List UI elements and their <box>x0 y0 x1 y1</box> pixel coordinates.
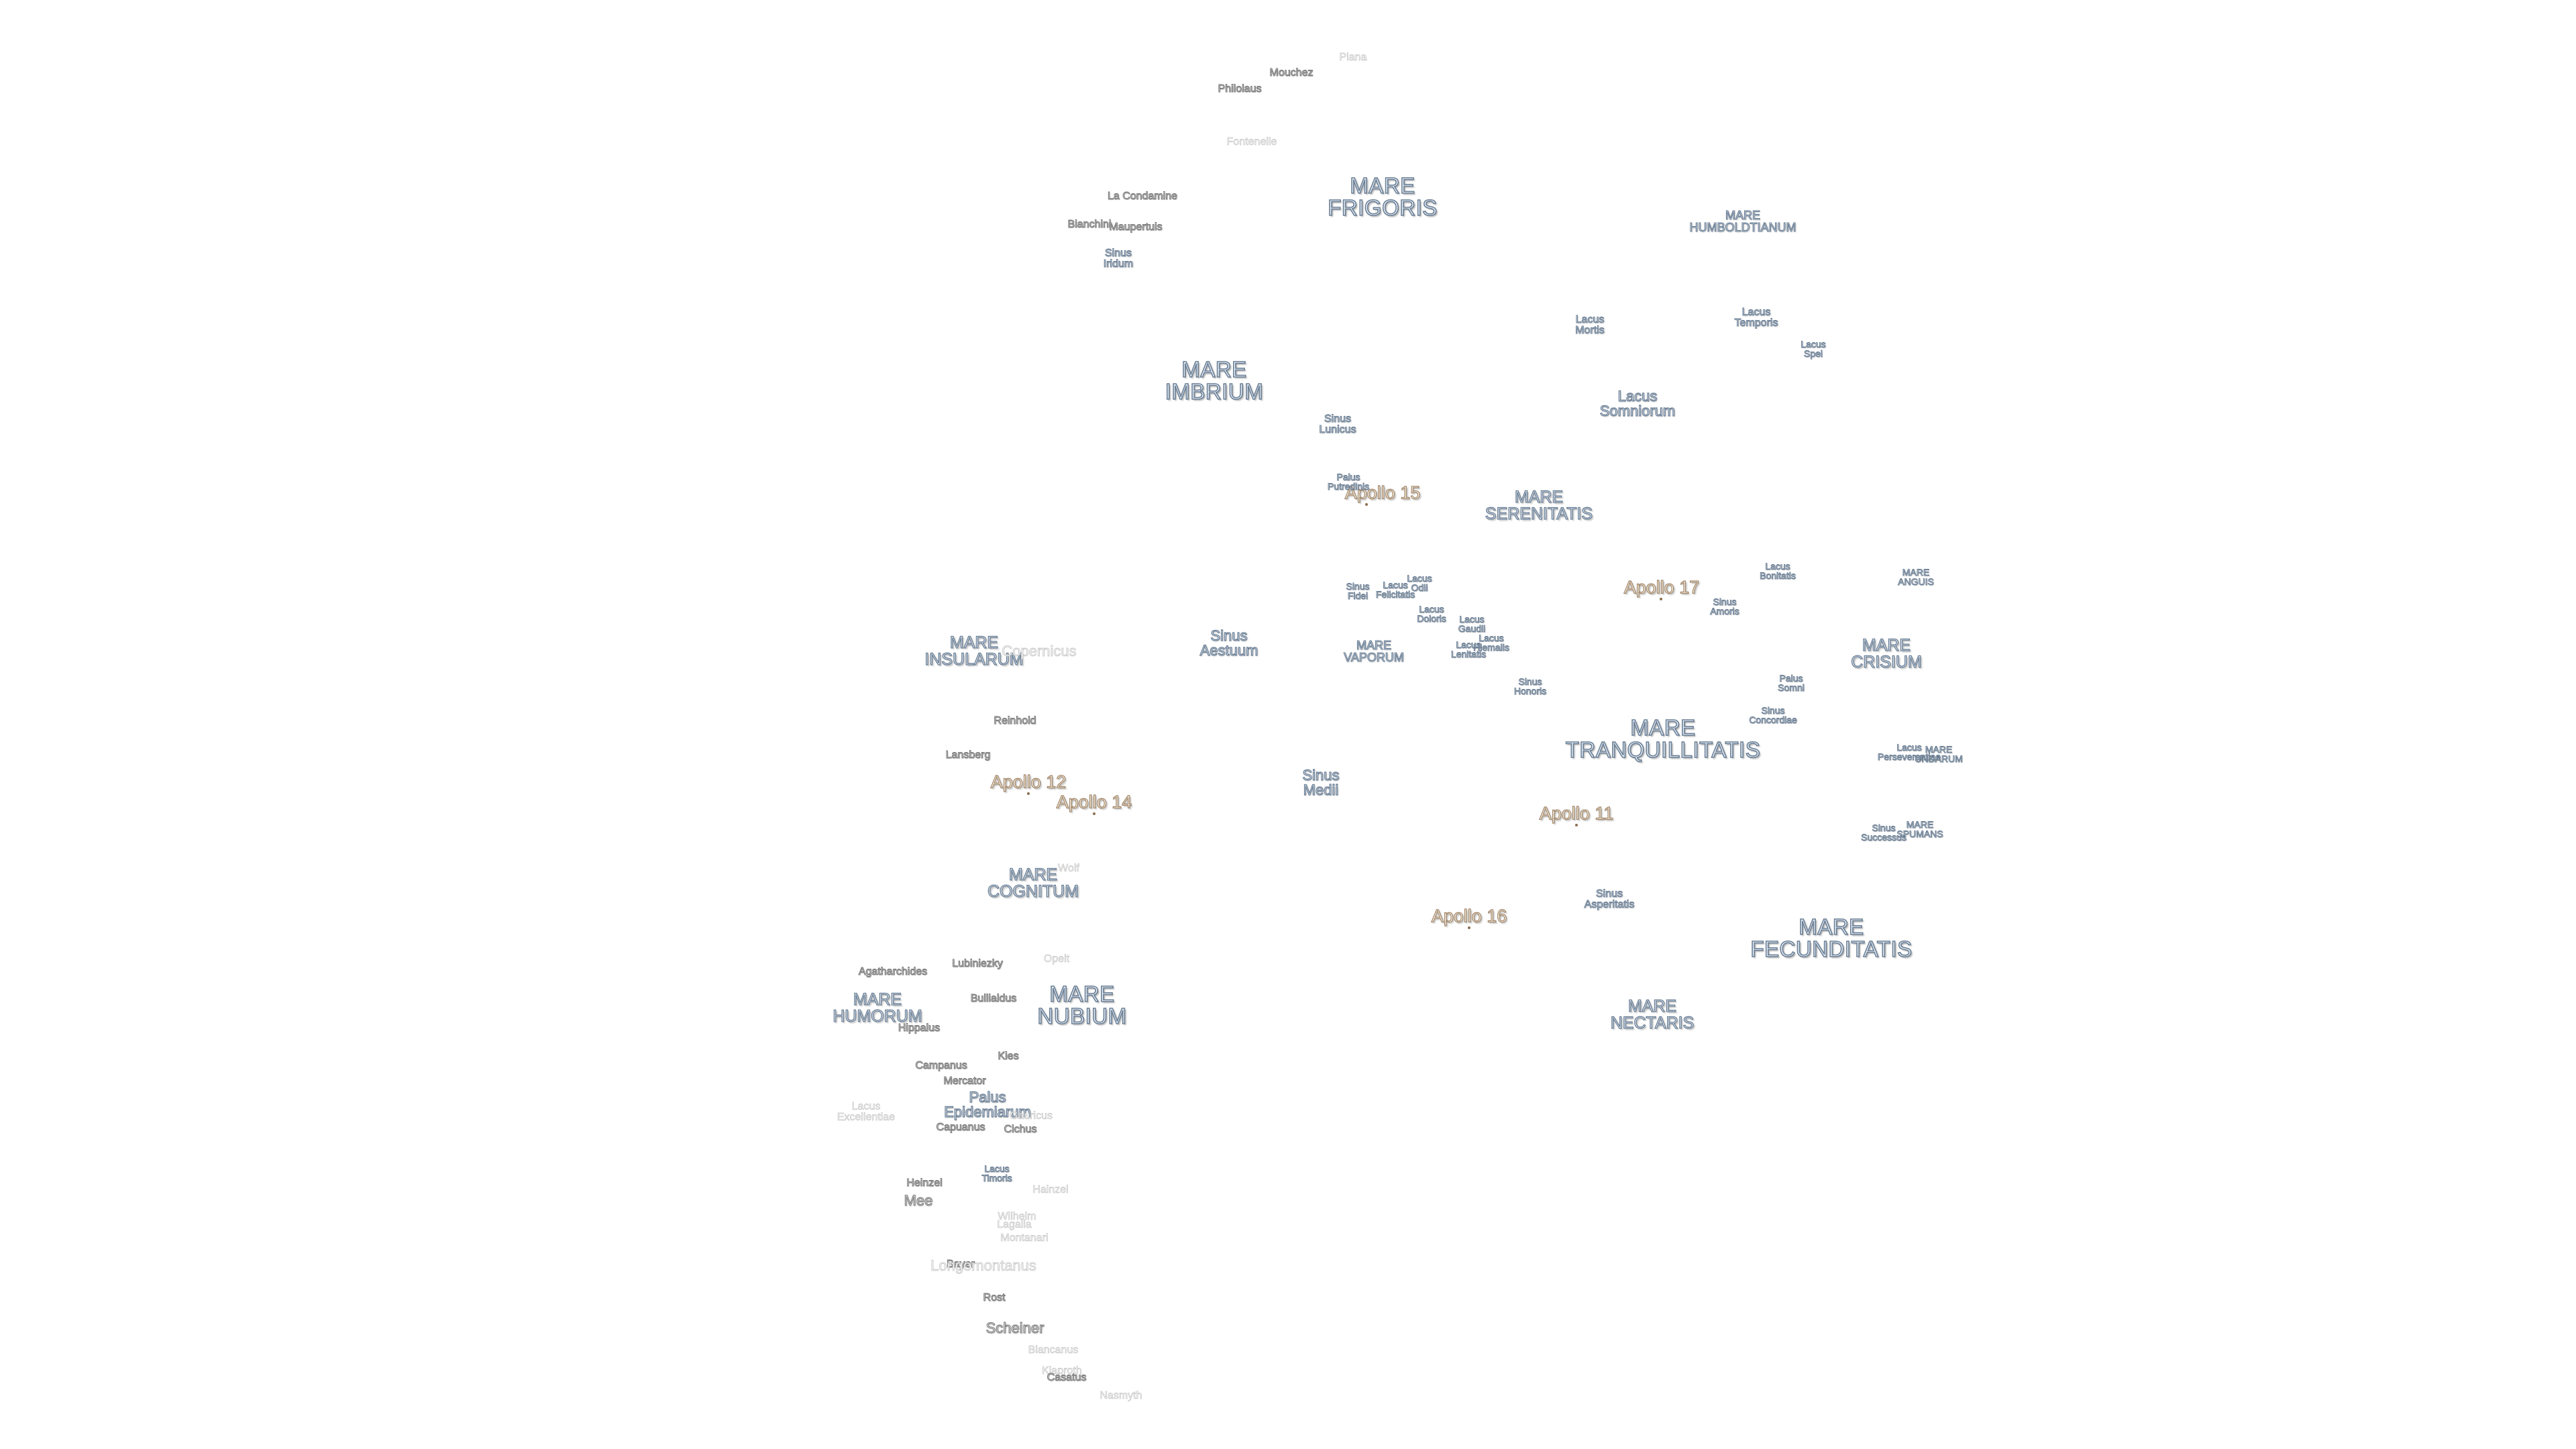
crater-longomontanus-label: Longomontanus <box>930 1257 1037 1274</box>
mare-anguis-label: MARE ANGUIS <box>1898 567 1935 587</box>
mare-insularum-label: MARE INSULARUM <box>924 633 1024 669</box>
lacus-felicitatis-label: Lacus Felicitatis <box>1375 580 1415 600</box>
lacus-gaudii-label: Lacus Gaudii <box>1458 614 1486 634</box>
crater-bianchini-label: Bianchini <box>1067 219 1112 230</box>
crater-campanus-label: Campanus <box>915 1060 967 1071</box>
crater-wolf-label: Wolf <box>1058 863 1079 874</box>
palus-somni-label: Palus Somni <box>1778 673 1805 693</box>
lacus-mortis-label: Lacus Mortis <box>1575 314 1605 336</box>
apollo-11-marker[interactable] <box>1575 824 1578 826</box>
crater-plana-label: Plana <box>1339 52 1367 63</box>
mare-humorum-label: MARE HUMORUM <box>833 990 923 1026</box>
lacus-temporis-label: Lacus Temporis <box>1734 307 1778 329</box>
sinus-asperitatis-label: Sinus Asperitatis <box>1584 888 1635 910</box>
crater-copernicus-label: Copernicus <box>1002 643 1077 659</box>
lacus-spei-label: Lacus Spei <box>1801 339 1826 359</box>
mare-nectaris-label: MARE NECTARIS <box>1610 997 1695 1032</box>
crater-rost-label: Rost <box>983 1292 1006 1303</box>
crater-casatus-label: Casatus <box>1046 1372 1087 1383</box>
crater-bayer-label: Bayer <box>947 1258 975 1270</box>
apollo-12-label[interactable]: Apollo 12 <box>990 771 1067 792</box>
apollo-17-marker[interactable] <box>1660 598 1662 600</box>
sinus-successus-label: Sinus Successus <box>1861 822 1907 843</box>
mare-crisium-label: MARE CRISIUM <box>1851 636 1923 672</box>
apollo-15-label[interactable]: Apollo 15 <box>1344 482 1421 503</box>
sinus-medii-label: Sinus Medii <box>1302 767 1340 798</box>
lacus-somniorum-label: Lacus Somniorum <box>1599 388 1676 419</box>
crater-wilhelm-label: Wilhelm <box>998 1211 1036 1222</box>
crater-hainzel-label: Hainzel <box>1032 1184 1069 1195</box>
crater-mouchez-label: Mouchez <box>1269 67 1313 78</box>
lacus-hiemalis-label: Lacus Hiemalis <box>1473 633 1510 653</box>
crater-maupertuis-label: Maupertuis <box>1109 221 1163 233</box>
crater-reinhold-label: Reinhold <box>994 715 1036 727</box>
crater-lubiniezky-label: Lubiniezky <box>952 958 1004 969</box>
crater-philolaus-label: Philolaus <box>1218 83 1262 95</box>
palus-putredinis-label: Palus Putredinis <box>1327 472 1370 492</box>
crater-lansberg-label: Lansberg <box>945 749 991 761</box>
sinus-lunicus-label: Sinus Lunicus <box>1319 413 1356 435</box>
apollo-14-marker[interactable] <box>1093 812 1095 815</box>
mare-humboldtianum-label: MARE HUMBOLDTIANUM <box>1689 209 1796 234</box>
lacus-odii-label: Lacus Odii <box>1407 573 1432 593</box>
crater-bullialdus-label: Bullialdus <box>970 993 1017 1004</box>
crater-gauricus-label: Gauricus <box>1009 1110 1053 1122</box>
sinus-fidei-label: Sinus Fidei <box>1346 581 1370 601</box>
crater-capuanus-label: Capuanus <box>936 1122 985 1133</box>
crater-nasmyth-label: Nasmyth <box>1099 1390 1142 1401</box>
apollo-14-label[interactable]: Apollo 14 <box>1056 792 1132 812</box>
apollo-16-marker[interactable] <box>1468 926 1470 929</box>
lacus-timoris-label: Lacus Timoris <box>981 1163 1012 1183</box>
sinus-iridum-label: Sinus Iridum <box>1103 248 1134 270</box>
lacus-lenitatis-label: Lacus Lenitatis <box>1450 639 1487 659</box>
mare-cognitum-label: MARE COGNITUM <box>987 865 1079 901</box>
apollo-16-label[interactable]: Apollo 16 <box>1431 906 1507 926</box>
lacus-bonitatis-label: Lacus Bonitatis <box>1760 561 1796 581</box>
crater-kies-label: Kies <box>998 1051 1019 1062</box>
crater-mercator-label: Mercator <box>943 1075 986 1087</box>
crater-fontenelle-label: Fontenelle <box>1226 136 1277 148</box>
mare-vaporum-label: MARE VAPORUM <box>1344 639 1405 664</box>
crater-scheiner-label: Scheiner <box>985 1320 1044 1336</box>
mare-serenitatis-label: MARE SERENITATIS <box>1485 488 1593 523</box>
crater-mee-label: Mee <box>904 1192 933 1209</box>
mare-undarum-label: MARE UNDARUM <box>1915 744 1963 764</box>
palus-epidemiarum-label: Palus Epidemiarum <box>944 1089 1032 1120</box>
apollo-17-label[interactable]: Apollo 17 <box>1623 577 1700 598</box>
mare-imbrium-label: MARE IMBRIUM <box>1165 357 1264 404</box>
lacus-excellentiae-label: Lacus Excellentiae <box>837 1101 896 1123</box>
apollo-12-marker[interactable] <box>1027 792 1030 795</box>
mare-fecunditatis-label: MARE FECUNDITATIS <box>1750 914 1913 961</box>
mare-tranquillitatis-label: MARE TRANQUILLITATIS <box>1565 715 1761 762</box>
mare-frigoris-label: MARE FRIGORIS <box>1327 173 1438 220</box>
sinus-aestuum-label: Sinus Aestuum <box>1199 627 1258 659</box>
sinus-concordiae-label: Sinus Concordiae <box>1749 705 1798 725</box>
apollo-11-label[interactable]: Apollo 11 <box>1539 803 1614 824</box>
lacus-perseverantiae-label: Lacus Perseverantiae <box>1877 742 1941 762</box>
crater-cichus-label: Cichus <box>1004 1124 1037 1135</box>
crater-la-condamine-label: La Condamine <box>1107 191 1178 202</box>
crater-blancanus-label: Blancanus <box>1028 1344 1079 1356</box>
crater-hippalus-label: Hippalus <box>898 1022 941 1034</box>
apollo-15-marker[interactable] <box>1365 503 1368 506</box>
crater-heinzel-label: Heinzel <box>906 1177 943 1189</box>
crater-klaproth-label: Klaproth <box>1042 1365 1082 1377</box>
crater-opelt-label: Opelt <box>1043 953 1070 965</box>
crater-lagalla-label: Lagalla <box>997 1219 1032 1230</box>
mare-nubium-label: MARE NUBIUM <box>1037 981 1127 1028</box>
sinus-amoris-label: Sinus Amoris <box>1710 596 1739 616</box>
lacus-doloris-label: Lacus Doloris <box>1417 604 1446 624</box>
crater-agatharchides-label: Agatharchides <box>858 966 928 977</box>
mare-spumans-label: MARE SPUMANS <box>1896 819 1943 839</box>
crater-montanari-label: Montanari <box>1000 1232 1049 1244</box>
sinus-honoris-label: Sinus Honoris <box>1513 676 1547 696</box>
